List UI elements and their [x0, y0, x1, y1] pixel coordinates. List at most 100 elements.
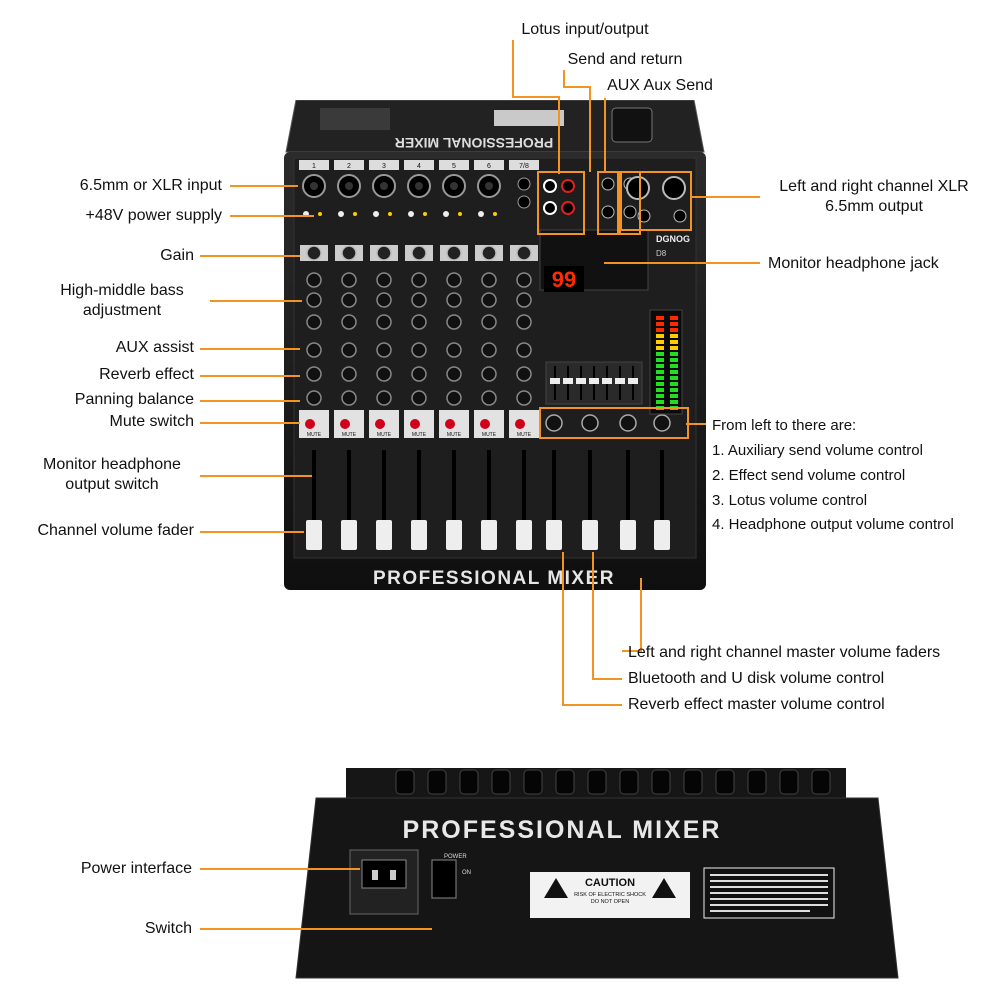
channel-knob — [306, 366, 322, 382]
channel-number: 6 — [487, 163, 491, 170]
meter-led — [656, 346, 664, 350]
master-fader — [546, 520, 562, 550]
geq-slider[interactable] — [589, 378, 599, 384]
back-top-knob — [395, 769, 415, 795]
channel-knob — [516, 272, 532, 288]
channel-fader — [446, 520, 462, 550]
channel-knob — [446, 272, 462, 288]
back-top-knob — [683, 769, 703, 795]
master-fader — [654, 520, 670, 550]
channel-fader — [376, 520, 392, 550]
meter-led — [656, 370, 664, 374]
channel-knob — [516, 366, 532, 382]
channel-number: 7/8 — [519, 163, 529, 170]
channel-knob — [481, 390, 497, 406]
channel-knob — [516, 314, 532, 330]
meter-led — [656, 352, 664, 356]
meter-led — [656, 400, 664, 404]
mute-label: MUTE — [482, 432, 497, 438]
fader-track — [417, 450, 421, 550]
channel-knob — [341, 314, 357, 330]
mixer-top-view: PROFESSIONAL MIXER 1MUTE2MUTE3MUTE4MUTE5… — [284, 100, 706, 590]
geq-slider[interactable] — [615, 378, 625, 384]
channel-knob — [411, 292, 427, 308]
back-top-knob — [587, 769, 607, 795]
channel-number: 5 — [452, 163, 456, 170]
back-top-knob — [715, 769, 735, 795]
gain-knob — [341, 245, 357, 261]
meter-led — [656, 316, 664, 320]
back-top-knob — [811, 769, 831, 795]
back-top-knob — [555, 769, 575, 795]
power-switch[interactable] — [431, 859, 457, 899]
channel-knob — [341, 342, 357, 358]
label-monitor-1: Monitor headphone — [43, 456, 181, 473]
channel-knob — [446, 342, 462, 358]
meter-led — [656, 376, 664, 380]
highlight-lotus — [537, 171, 585, 235]
master-knob — [653, 414, 671, 432]
channel-fader — [341, 520, 357, 550]
phantom-led — [423, 212, 427, 216]
label-phantom: +48V power supply — [85, 207, 222, 224]
geq-slider[interactable] — [550, 378, 560, 384]
channel-knob — [376, 342, 392, 358]
label-power-interface: Power interface — [80, 860, 192, 877]
phantom-led — [493, 212, 497, 216]
label-fader: Channel volume fader — [37, 522, 194, 539]
channel-knob — [516, 292, 532, 308]
label-item-2: 2. Effect send volume control — [712, 467, 906, 484]
label-xlr-out-2: 6.5mm output — [825, 198, 923, 215]
back-top-knob — [651, 769, 671, 795]
master-fader-track — [552, 450, 556, 550]
geq-slider[interactable] — [628, 378, 638, 384]
label-item-4: 4. Headphone output volume control — [712, 516, 954, 533]
channel-number-bg — [299, 160, 329, 170]
meter-led — [656, 388, 664, 392]
mute-button — [340, 419, 350, 429]
highlight-send-return — [597, 171, 619, 235]
mute-label: MUTE — [517, 432, 532, 438]
phantom-led — [353, 212, 357, 216]
channel-number-bg — [334, 160, 364, 170]
channel-number: 3 — [382, 163, 386, 170]
fader-track — [487, 450, 491, 550]
channel-knob — [341, 390, 357, 406]
line-jack — [517, 177, 531, 191]
geq-slider[interactable] — [602, 378, 612, 384]
master-fader-track — [660, 450, 664, 550]
power-socket — [361, 859, 407, 889]
rca-jack — [561, 179, 575, 193]
phantom-led — [318, 212, 322, 216]
label-xlr-out-1: Left and right channel XLR — [779, 178, 969, 195]
channel-fader — [306, 520, 322, 550]
meter-led — [670, 316, 678, 320]
highlight-main-outputs — [620, 171, 692, 231]
mute-button — [445, 419, 455, 429]
channel-knob — [516, 342, 532, 358]
channel-knob — [306, 314, 322, 330]
meter-led — [670, 400, 678, 404]
gain-knob — [376, 245, 392, 261]
channel-number-bg — [439, 160, 469, 170]
channel-fader — [411, 520, 427, 550]
phantom-switch — [408, 211, 414, 217]
xlr-output — [626, 176, 650, 200]
mute-label: MUTE — [307, 432, 322, 438]
back-title: PROFESSIONAL MIXER — [403, 816, 722, 844]
phantom-led — [388, 212, 392, 216]
geq-slider[interactable] — [563, 378, 573, 384]
label-bt-volume: Bluetooth and U disk volume control — [628, 670, 885, 687]
geq-slider[interactable] — [576, 378, 586, 384]
label-master-faders: Left and right channel master volume fad… — [628, 644, 941, 661]
channel-number: 1 — [312, 163, 316, 170]
rca-jack — [543, 201, 557, 215]
channel-knob — [376, 366, 392, 382]
meter-led — [670, 352, 678, 356]
gain-knob — [411, 245, 427, 261]
channel-knob — [411, 314, 427, 330]
jack-center — [415, 182, 423, 190]
channel-knob — [411, 272, 427, 288]
back-top-knob — [459, 769, 479, 795]
mute-label: MUTE — [412, 432, 427, 438]
